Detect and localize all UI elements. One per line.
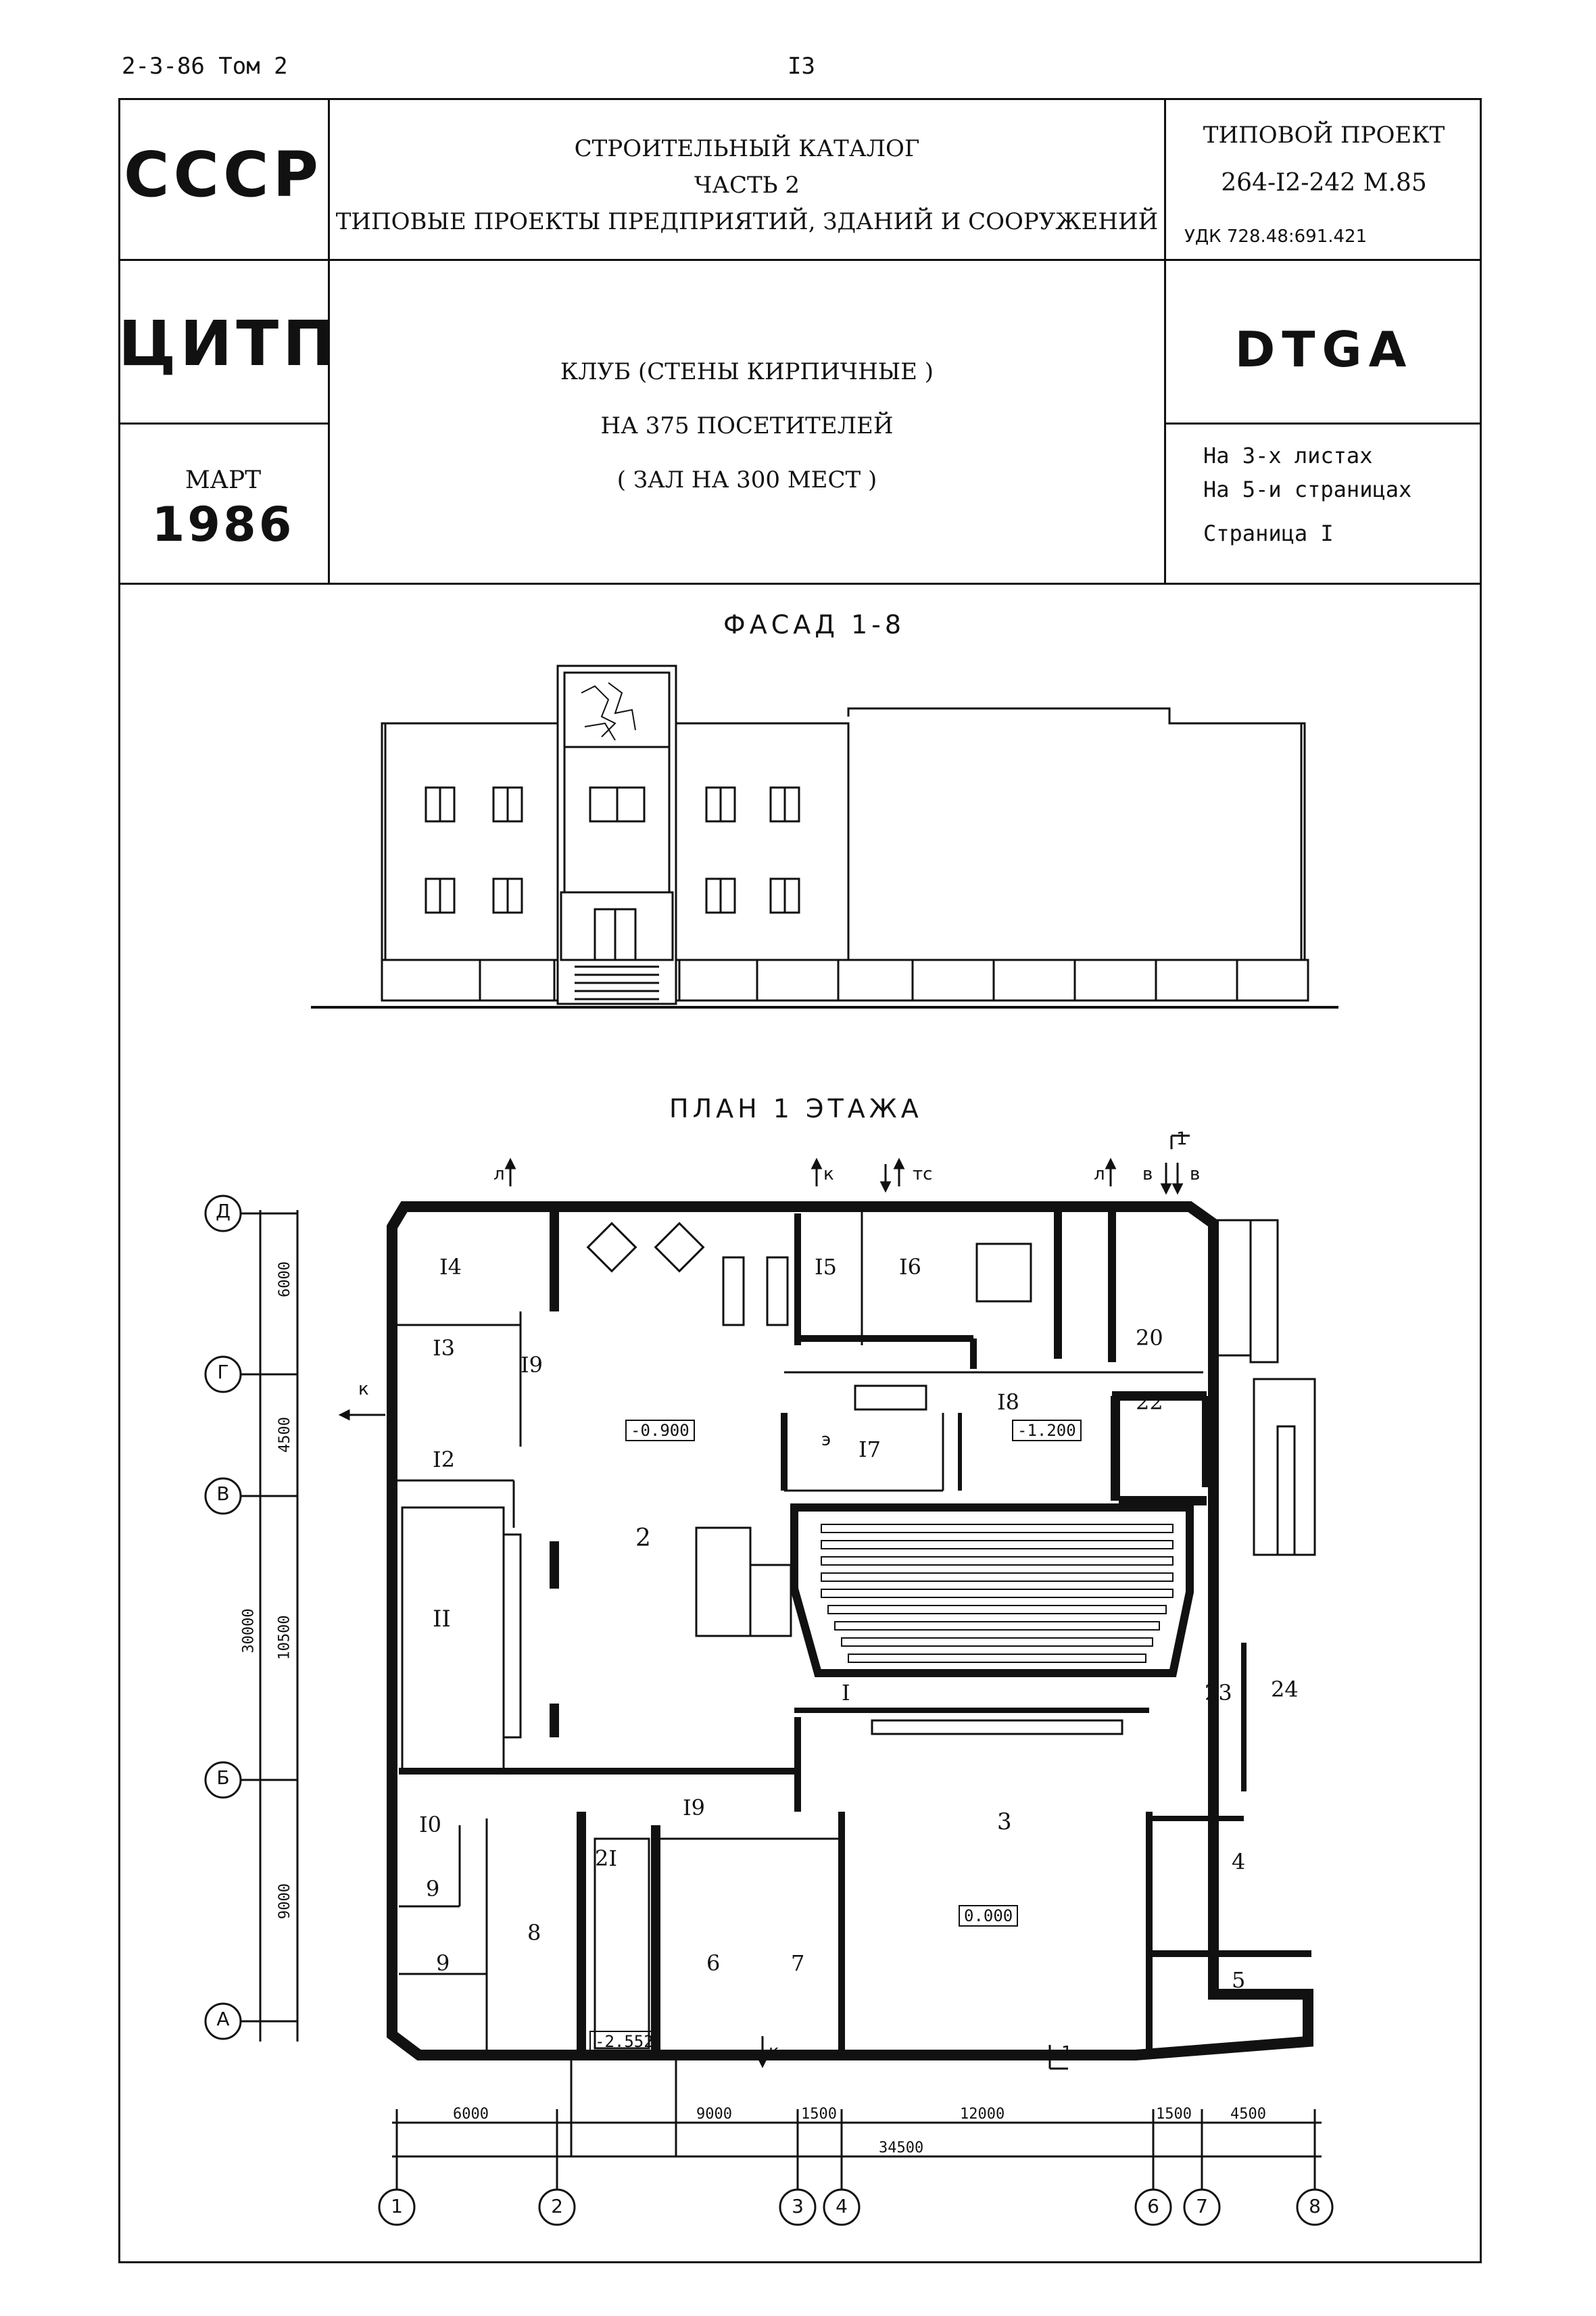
axis-label-col: 7 [1196,2195,1208,2217]
axis-label-row: А [216,2008,230,2030]
project-title-line: ( ЗАЛ НА 300 МЕСТ ) [616,466,877,493]
month-label: МАРТ [185,466,262,494]
room-number: 8 [527,1920,541,1946]
room-number: 3 [997,1808,1012,1835]
level-mark: 0.000 [959,1905,1019,1927]
entrance-marker: в [1142,1164,1153,1184]
room-number: 4 [1232,1849,1246,1875]
room-number: I0 [419,1812,441,1837]
header-divider [1164,423,1482,425]
axis-label-col: 4 [836,2195,848,2217]
axis-label-col: 3 [792,2195,804,2217]
dimension-label: 6000 [276,1261,293,1297]
room-number: 9 [436,1950,450,1976]
org-label: ЦИТП [118,308,339,380]
dimension-label: 12000 [960,2106,1005,2123]
catalog-line: ЧАСТЬ 2 [694,172,800,199]
room-number: 5 [1232,1967,1246,1993]
project-title-block: КЛУБ (СТЕНЫ КИРПИЧНЫЕ ) НА 375 ПОСЕТИТЕЛ… [330,358,1164,493]
axis-label-row: Г [217,1361,229,1383]
entrance-marker: к [823,1164,834,1184]
plan-title: ПЛАН 1 ЭТАЖА [669,1094,923,1124]
header-divider [328,98,330,585]
dimension-total: 34500 [879,2140,924,2156]
axis-label-row: Д [216,1200,231,1222]
udk-code: УДК 728.48:691.421 [1184,226,1368,247]
room-number: I2 [433,1447,455,1472]
facade-drawing [311,665,1338,1009]
drawing-frame [118,98,1482,2263]
room-number: I3 [433,1335,455,1361]
room-number: 6 [706,1950,721,1976]
entrance-marker: к [358,1379,369,1399]
room-number: I4 [439,1254,462,1280]
room-number: 7 [791,1950,805,1976]
level-mark: -2.552 [589,2031,659,2052]
project-label: ТИПОВОЙ ПРОЕКТ [1203,122,1445,149]
room-number: I9 [521,1352,543,1378]
pages-count: На 5-и страницах [1203,477,1412,502]
year-label: 1986 [151,497,295,552]
entrance-marker: л [493,1164,505,1184]
volume-label: 2-3-86 Том 2 [122,53,288,80]
project-title-line: НА 375 ПОСЕТИТЕЛЕЙ [600,412,894,439]
axis-label-row: Б [216,1766,230,1789]
axis-label-col: 2 [551,2195,563,2217]
header-divider [1164,98,1166,585]
room-number: I7 [859,1437,881,1462]
project-title-line: КЛУБ (СТЕНЫ КИРПИЧНЫЕ ) [560,358,934,385]
header-divider [118,423,328,425]
header-divider [118,259,1482,261]
dimension-label: 6000 [453,2106,489,2123]
room-number: 24 [1271,1676,1299,1702]
dimension-total: 30000 [240,1608,258,1654]
dimension-label: 10500 [276,1615,293,1660]
room-number: 20 [1136,1325,1163,1351]
room-number: I5 [815,1254,837,1280]
room-number: I9 [683,1795,705,1820]
project-number: 264-I2-242 М.85 [1221,169,1427,197]
sheets-count: На 3-х листах [1203,443,1373,468]
room-number: 22 [1136,1389,1163,1415]
catalog-block: СТРОИТЕЛЬНЫЙ КАТАЛОГ ЧАСТЬ 2 ТИПОВЫЕ ПРО… [330,135,1164,235]
project-code: DTGA [1234,321,1413,378]
facade-title: ФАСАД 1-8 [723,610,906,640]
dimension-label: 1500 [1156,2106,1192,2123]
room-number: 2 [635,1524,651,1552]
entrance-marker: л [1094,1164,1105,1184]
axis-label-col: 1 [391,2195,403,2217]
section-marker: 1 [1176,1129,1188,1149]
axis-label-row: В [216,1482,230,1505]
country-label: СССР [124,139,322,211]
room-number: 2I [595,1845,617,1871]
section-marker: 1 [1061,2043,1073,2063]
page-number: I3 [788,53,815,80]
header-divider [118,583,1482,585]
room-number: I6 [899,1254,921,1280]
dimension-label: 4500 [276,1417,293,1453]
entrance-marker: в [1190,1164,1201,1184]
page-index: Страница I [1203,521,1334,546]
room-number: 9 [426,1876,440,1902]
axis-label-col: 6 [1147,2195,1159,2217]
level-mark: -0.900 [625,1420,695,1441]
dimension-label: 1500 [801,2106,837,2123]
level-mark: -1.200 [1012,1420,1082,1441]
dimension-label: 9000 [276,1883,293,1919]
dimension-label: 4500 [1230,2106,1266,2123]
dimension-label: 9000 [696,2106,732,2123]
entrance-marker: э [821,1430,831,1450]
axis-label-col: 8 [1309,2195,1321,2217]
entrance-marker: к [769,2042,779,2062]
entrance-marker: тс [913,1164,933,1184]
room-number: I [842,1680,850,1706]
catalog-line: СТРОИТЕЛЬНЫЙ КАТАЛОГ [574,135,920,162]
room-number: I8 [997,1389,1019,1415]
room-number: 23 [1205,1680,1232,1706]
room-number: II [433,1606,451,1633]
catalog-line: ТИПОВЫЕ ПРОЕКТЫ ПРЕДПРИЯТИЙ, ЗДАНИЙ И СО… [335,208,1159,235]
